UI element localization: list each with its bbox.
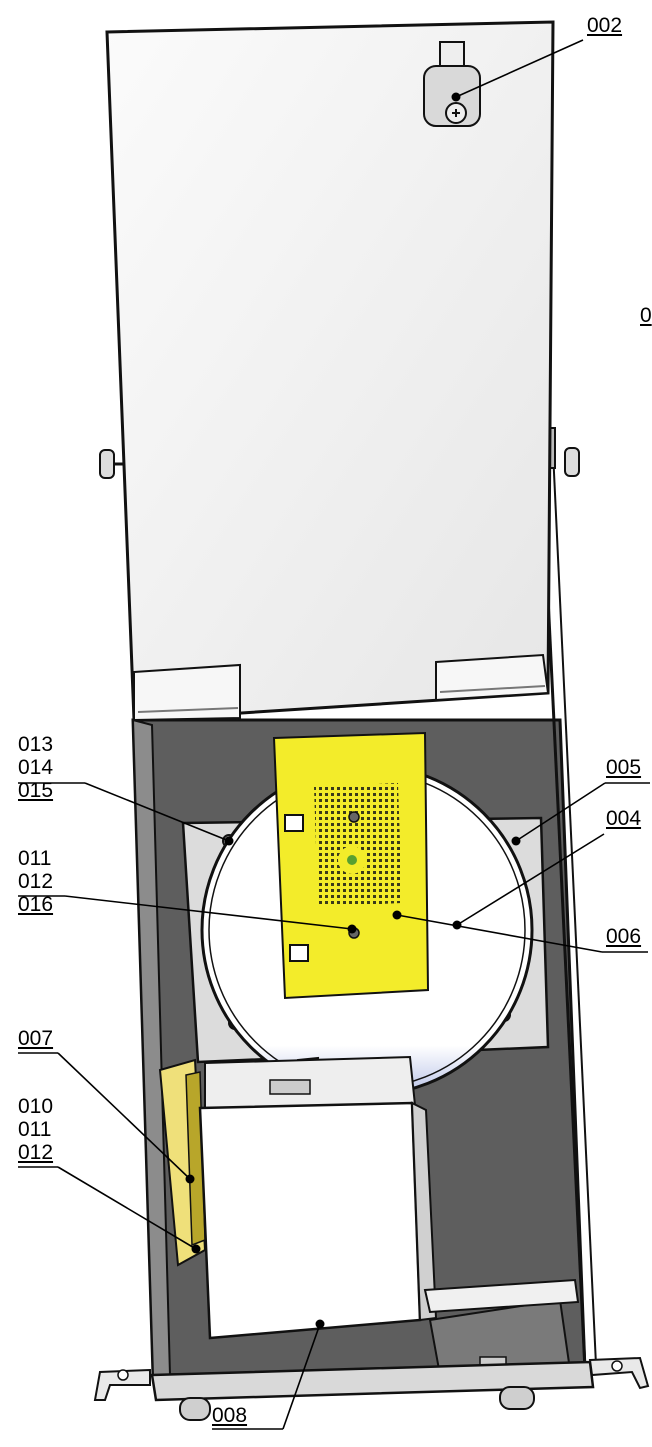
dot-006: [392, 910, 402, 920]
wheel-left: [179, 1397, 211, 1421]
callout-003-partial: 0: [640, 304, 652, 327]
base-frame: [93, 1356, 650, 1421]
callout-002: 002: [587, 14, 623, 37]
leader-006: [396, 914, 603, 953]
callout-006: 006: [606, 925, 642, 948]
battery-box: [198, 1101, 438, 1340]
wheel-right: [499, 1386, 535, 1410]
leader-dots: [185, 92, 521, 1329]
callout-012-b: 012: [18, 1141, 54, 1164]
leader-008: [282, 1323, 321, 1430]
dot-007: [185, 1174, 195, 1184]
leader-005-b: [515, 782, 606, 842]
hinge-pin-right: [564, 447, 580, 477]
dot-012: [191, 1244, 201, 1254]
callout-012-a: 012: [18, 870, 54, 893]
leader-004: [456, 833, 605, 926]
battery-bracket: [204, 1055, 417, 1110]
callout-015: 015: [18, 779, 54, 802]
callout-014: 014: [18, 756, 54, 779]
callout-016: 016: [18, 893, 54, 916]
lid: [105, 20, 555, 722]
callout-007: 007: [18, 1027, 54, 1050]
dot-004: [452, 920, 462, 930]
callout-005: 005: [606, 756, 642, 779]
callout-011-a: 011: [18, 847, 52, 870]
callout-004: 004: [606, 807, 642, 830]
callout-008: 008: [212, 1404, 248, 1427]
leader-015: [84, 782, 230, 842]
callout-010: 010: [18, 1095, 54, 1118]
dot-005: [511, 836, 521, 846]
leader-012: [57, 1166, 197, 1250]
dot-016: [347, 924, 357, 934]
leader-002: [455, 39, 584, 98]
callout-013: 013: [18, 733, 54, 756]
electronics-panel: [272, 731, 430, 1000]
dot-015: [224, 836, 234, 846]
dot-002: [451, 92, 461, 102]
leader-016: [64, 895, 353, 930]
leader-lines: [18, 39, 650, 1430]
leader-007: [57, 1052, 191, 1180]
dot-008: [315, 1319, 325, 1329]
bottom-compartment: [423, 1278, 580, 1377]
callout-011-b: 011: [18, 1118, 52, 1141]
